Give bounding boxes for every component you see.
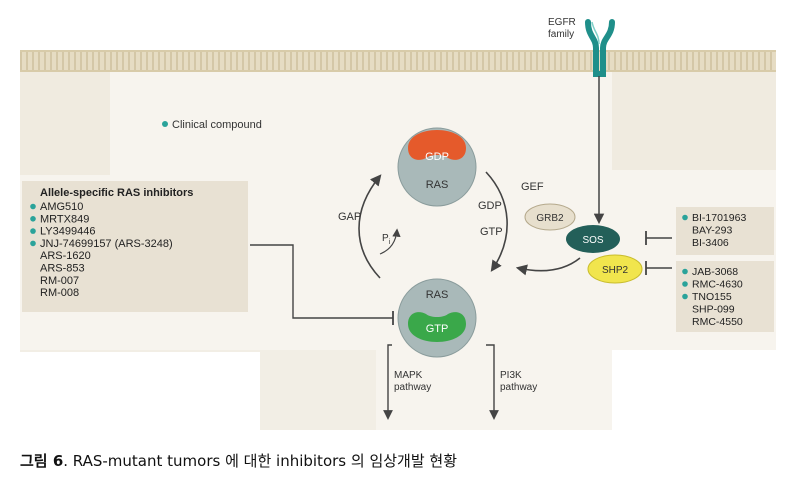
ras-inhibition-line xyxy=(250,244,393,319)
gdp-nucleotide-label: GDP xyxy=(425,151,449,163)
inhibitor-name: MRTX849 xyxy=(40,213,89,225)
clinical-dot-icon xyxy=(682,214,688,221)
cell-background xyxy=(20,70,776,432)
inhibitor-name: ARS-1620 xyxy=(40,250,91,262)
gtp-nucleotide-label: GTP xyxy=(426,323,449,335)
sos-label: SOS xyxy=(582,235,603,246)
shp2-node xyxy=(587,254,643,284)
clinical-dot-icon xyxy=(30,240,36,247)
mapk-arrow xyxy=(383,344,393,420)
ras-gdp-protein-label: RAS xyxy=(426,179,449,191)
clinical-dot-icon xyxy=(30,228,36,234)
ras-inhibitors-title: Allele-specific RAS inhibitors xyxy=(40,187,193,199)
legend-label: Clinical compound xyxy=(172,119,262,131)
inhibitor-name: BI-1701963 xyxy=(692,212,746,224)
egfr-label-line1: EGFR xyxy=(548,17,576,28)
gap-label: GAP xyxy=(338,211,361,223)
mapk-label-line2: pathway xyxy=(394,382,431,393)
gdp-exchange-label: GDP xyxy=(478,200,502,212)
sos-inhibitor-box xyxy=(676,207,774,255)
cell-membrane xyxy=(20,50,776,72)
clinical-dot-icon xyxy=(30,216,36,222)
clinical-dot-icon xyxy=(682,293,688,300)
clinical-dot-icon xyxy=(682,281,688,287)
caption-label: 그림 6 xyxy=(20,452,64,470)
inhibitor-name: AMG510 xyxy=(40,201,83,213)
pi-release-arrow xyxy=(379,228,401,255)
inhibitor-name: RM-008 xyxy=(40,287,79,299)
ras-gdp-complex xyxy=(397,127,477,207)
inhibitor-name: BI-3406 xyxy=(692,237,729,249)
inhibitor-name: JAB-3068 xyxy=(692,266,738,278)
inhibitor-name: SHP-099 xyxy=(692,304,735,316)
grb2-node xyxy=(524,203,576,231)
inhibitor-name: RMC-4550 xyxy=(692,316,743,328)
pi3k-label-line2: pathway xyxy=(500,382,537,393)
ras-inhibitor-box xyxy=(22,181,248,312)
sos-to-ras-arrow xyxy=(515,257,581,276)
egfr-receptor xyxy=(585,19,615,77)
pi-label: Pi xyxy=(382,233,391,246)
inhibitor-name: BAY-293 xyxy=(692,225,732,237)
shp2-inhibitor-box xyxy=(676,261,774,332)
shp2-label: SHP2 xyxy=(602,265,629,276)
inhibitor-name: RMC-4630 xyxy=(692,279,743,291)
pi3k-arrow xyxy=(486,344,499,420)
inhibitor-name: JNJ-74699157 (ARS-3248) xyxy=(40,238,173,250)
gtp-exchange-label: GTP xyxy=(480,226,503,238)
clinical-dot-icon xyxy=(30,203,36,210)
mapk-label-line1: MAPK xyxy=(394,370,423,381)
inhibitor-name: ARS-853 xyxy=(40,263,85,275)
ras-gtp-protein-label: RAS xyxy=(426,289,449,301)
egfr-label-line2: family xyxy=(548,29,574,40)
gef-label: GEF xyxy=(521,181,544,193)
grb2-label: GRB2 xyxy=(536,213,564,224)
pi3k-label-line1: PI3K xyxy=(500,370,522,381)
sos-node xyxy=(566,225,620,253)
clinical-dot-icon xyxy=(682,268,688,275)
inhibitor-name: TNO155 xyxy=(692,291,732,303)
gap-arrow xyxy=(358,174,382,279)
inhibitor-name: LY3499446 xyxy=(40,226,95,238)
clinical-dot-icon xyxy=(162,121,168,127)
inhibitor-name: RM-007 xyxy=(40,275,79,287)
figure-caption: 그림 6. RAS-mutant tumors 에 대한 inhibitors … xyxy=(20,450,457,471)
caption-text: . RAS-mutant tumors 에 대한 inhibitors 의 임상… xyxy=(63,452,458,470)
ras-gtp-complex xyxy=(397,278,477,358)
gef-arrow xyxy=(485,171,508,272)
